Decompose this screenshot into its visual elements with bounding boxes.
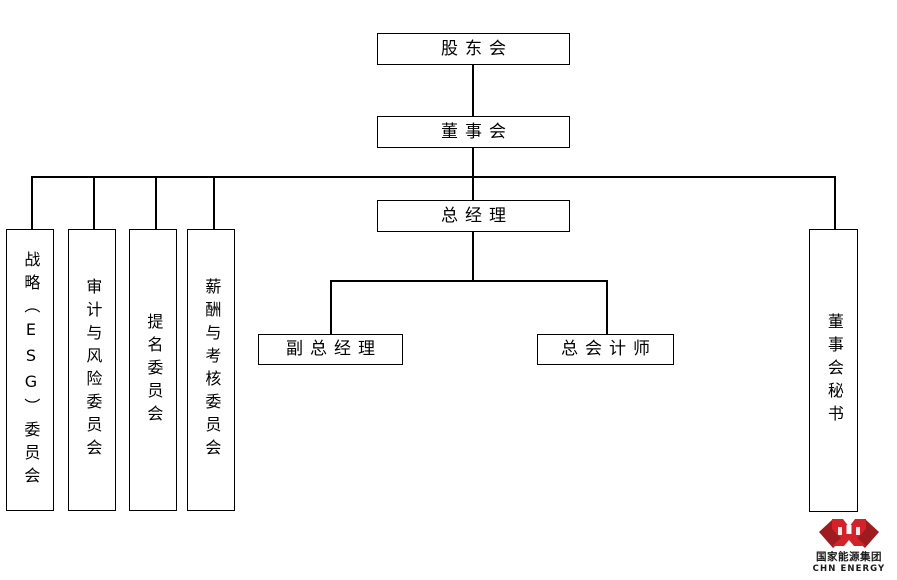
node-nomination-committee[interactable]: 提名委员会 xyxy=(129,229,177,511)
node-audit-risk-committee[interactable]: 审计与风险委员会 xyxy=(68,229,116,511)
node-deputy-general-manager[interactable]: 副总经理 xyxy=(258,334,403,365)
brand-name-cn: 国家能源集团 xyxy=(816,551,882,563)
node-deputy-general-manager-label: 副总经理 xyxy=(286,339,382,359)
node-chief-accountant-label: 总会计师 xyxy=(561,339,657,359)
node-strategy-esg-committee[interactable]: 战略（ESG）委员会 xyxy=(6,229,54,511)
connector-bus-to-nomination-committee xyxy=(155,176,157,230)
node-board[interactable]: 董事会 xyxy=(377,116,570,148)
connector-board-bus xyxy=(31,176,836,178)
connector-bus-to-strategy-esg-committee xyxy=(31,176,33,230)
connector-bus-to-remuneration-appraisal-committee xyxy=(213,176,215,230)
node-strategy-esg-committee-label: 战略（ESG）委员会 xyxy=(21,250,41,490)
node-remuneration-appraisal-committee-label: 薪酬与考核委员会 xyxy=(202,278,222,462)
node-shareholders[interactable]: 股东会 xyxy=(377,33,570,65)
connector-board-to-general-manager xyxy=(472,147,474,200)
brand-logo: 国家能源集团 CHN ENERGY xyxy=(806,518,892,574)
node-shareholders-label: 股东会 xyxy=(441,38,513,59)
node-audit-risk-committee-label: 审计与风险委员会 xyxy=(83,278,103,462)
node-general-manager[interactable]: 总经理 xyxy=(377,200,570,232)
chn-energy-emblem-icon xyxy=(806,518,892,551)
connector-bus-to-board-secretary xyxy=(834,176,836,230)
connector-general-manager-stem xyxy=(472,231,474,281)
node-board-secretary[interactable]: 董事会秘书 xyxy=(809,229,858,512)
connector-shareholders-to-board xyxy=(472,64,474,116)
node-nomination-committee-label: 提名委员会 xyxy=(144,312,164,428)
node-board-label: 董事会 xyxy=(441,121,513,142)
connector-general-manager-bus xyxy=(330,280,607,282)
node-board-secretary-label: 董事会秘书 xyxy=(824,313,844,428)
node-general-manager-label: 总经理 xyxy=(441,205,513,226)
connector-bus-to-deputy-general-manager xyxy=(330,280,332,334)
node-chief-accountant[interactable]: 总会计师 xyxy=(537,334,674,365)
connector-bus-to-audit-risk-committee xyxy=(93,176,95,230)
connector-bus-to-chief-accountant xyxy=(606,280,608,334)
node-remuneration-appraisal-committee[interactable]: 薪酬与考核委员会 xyxy=(187,229,235,511)
brand-name-en: CHN ENERGY xyxy=(812,563,886,574)
